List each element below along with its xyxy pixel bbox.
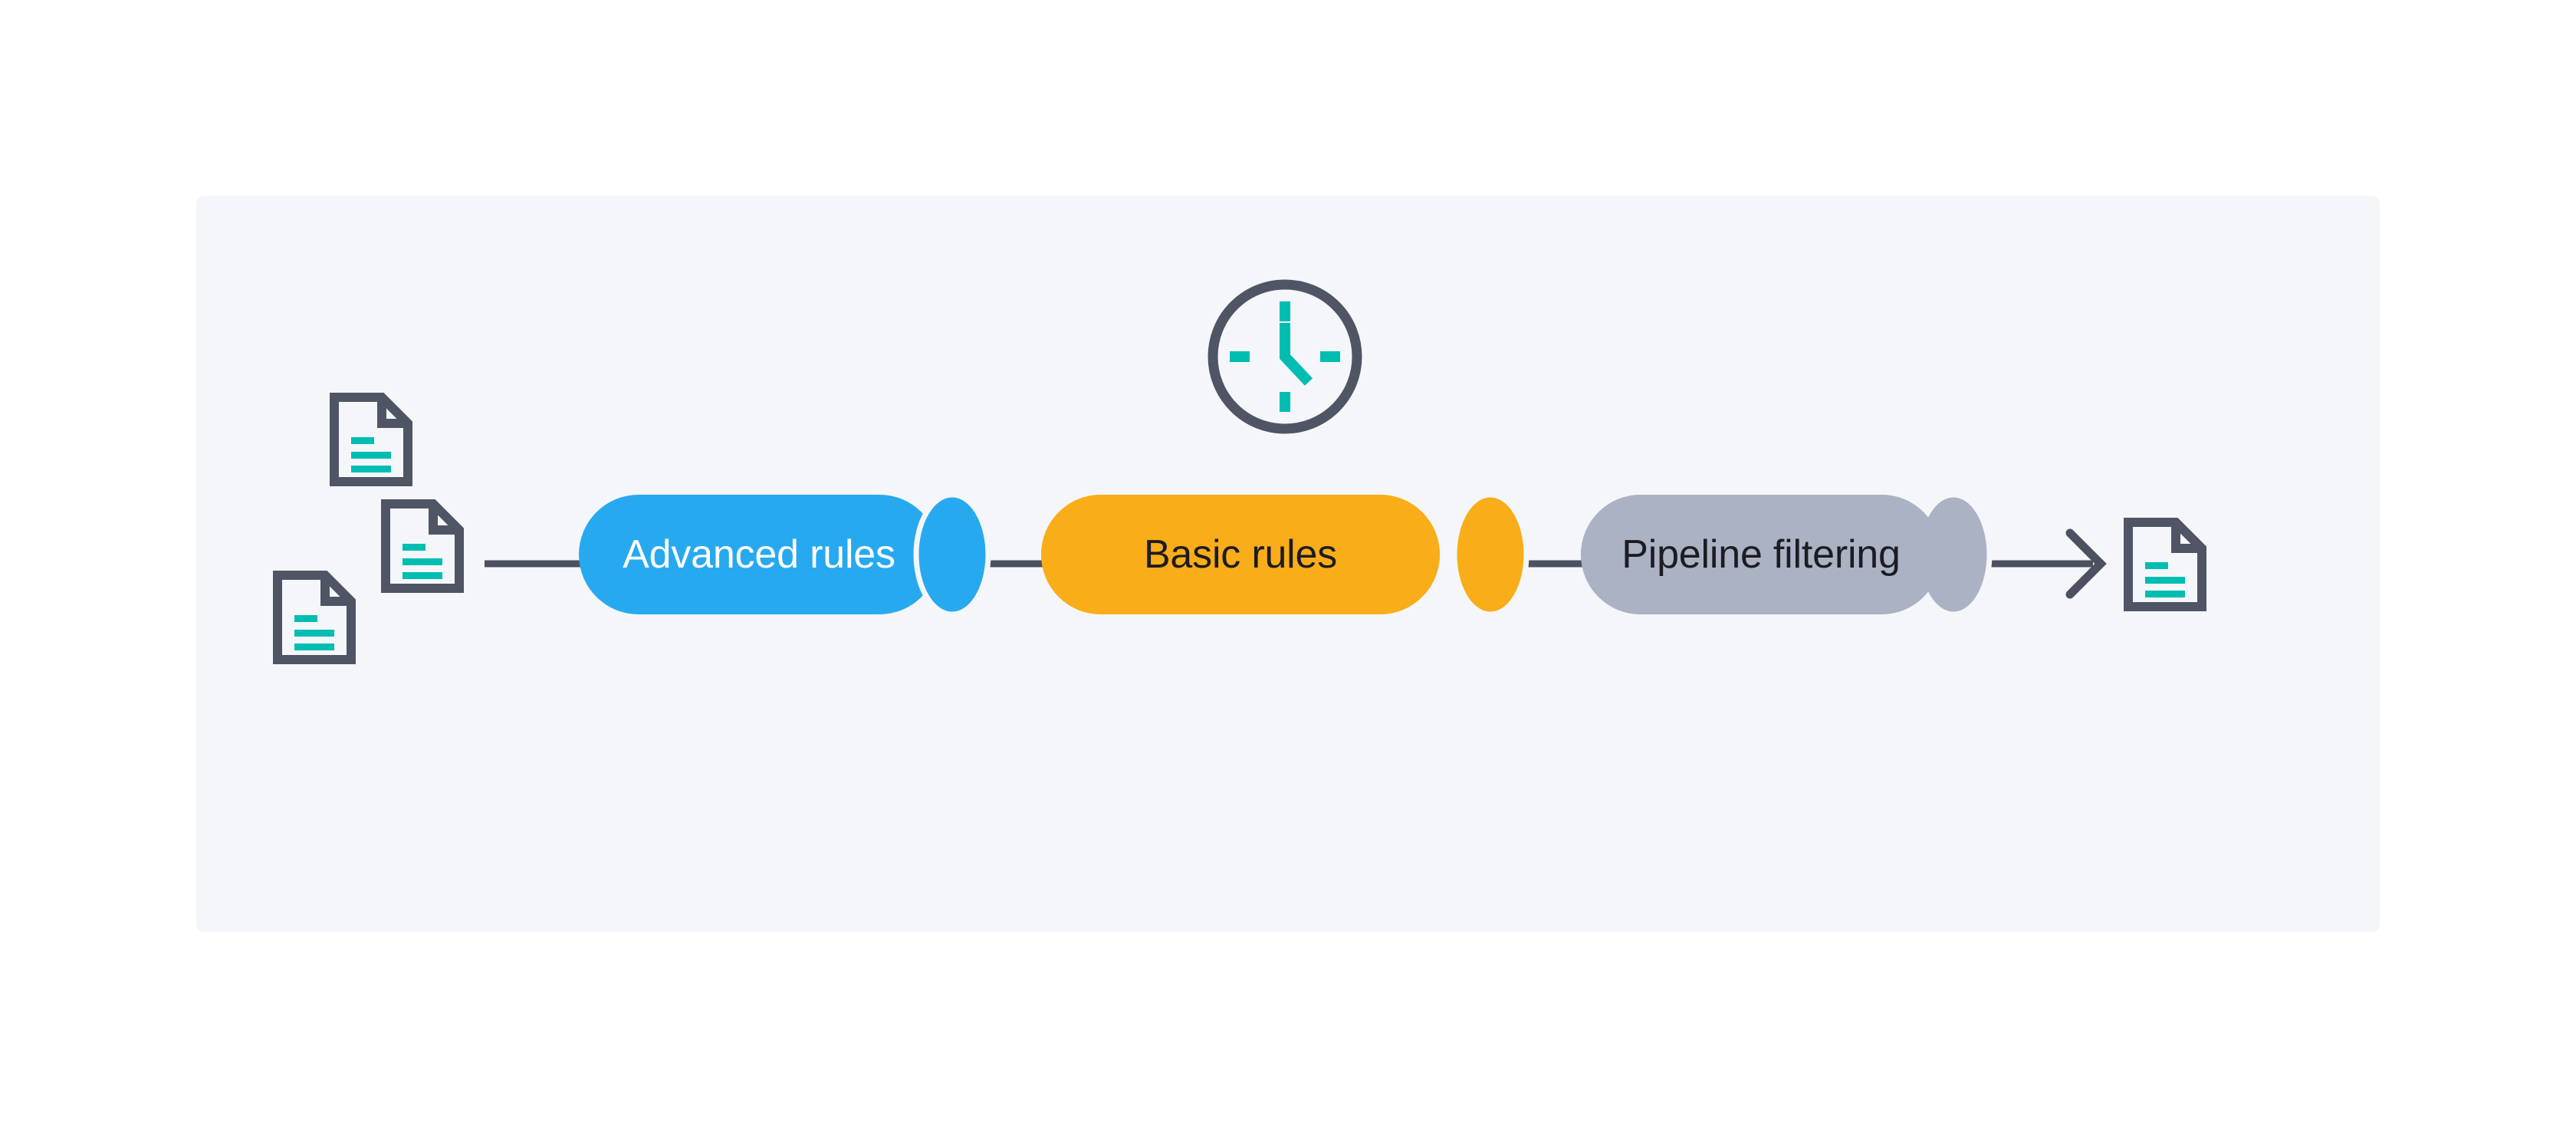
input-documents	[278, 397, 459, 660]
stage-advanced-rules-body	[579, 495, 939, 614]
output-document[interactable]	[2128, 522, 2202, 607]
stage-basic-rules-end-cap	[1451, 492, 1530, 617]
stage-pipeline-filtering-body-overlay	[1581, 495, 1941, 614]
input-document-1[interactable]	[334, 397, 408, 482]
stage-advanced-rules-end-cap	[913, 492, 991, 617]
stage-advanced-rules[interactable]	[579, 492, 991, 617]
clock-tick-6	[1280, 392, 1290, 412]
input-document-3[interactable]	[278, 575, 351, 660]
arrow-right-icon	[2065, 528, 2107, 599]
clock-tick-3	[1320, 351, 1340, 362]
clock-hands	[1280, 323, 1313, 386]
stage-pipeline-filtering[interactable]	[1581, 492, 1993, 617]
clock-tick-9	[1230, 351, 1250, 362]
stage-basic-rules-body-overlay	[1041, 495, 1440, 614]
clock-tick-12	[1280, 301, 1290, 321]
clock-icon	[1208, 279, 1362, 434]
stage-basic-rules[interactable]	[1041, 492, 1530, 617]
input-document-2[interactable]	[386, 504, 459, 588]
